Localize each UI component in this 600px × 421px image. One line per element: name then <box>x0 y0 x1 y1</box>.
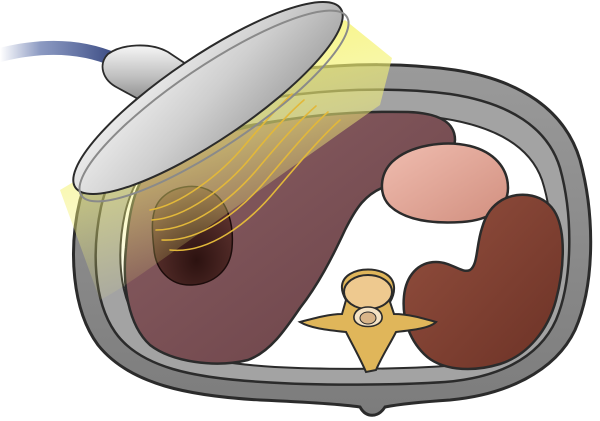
transducer-cable <box>0 48 115 60</box>
vertebral-body <box>344 275 392 309</box>
spinal-cord <box>360 312 376 324</box>
